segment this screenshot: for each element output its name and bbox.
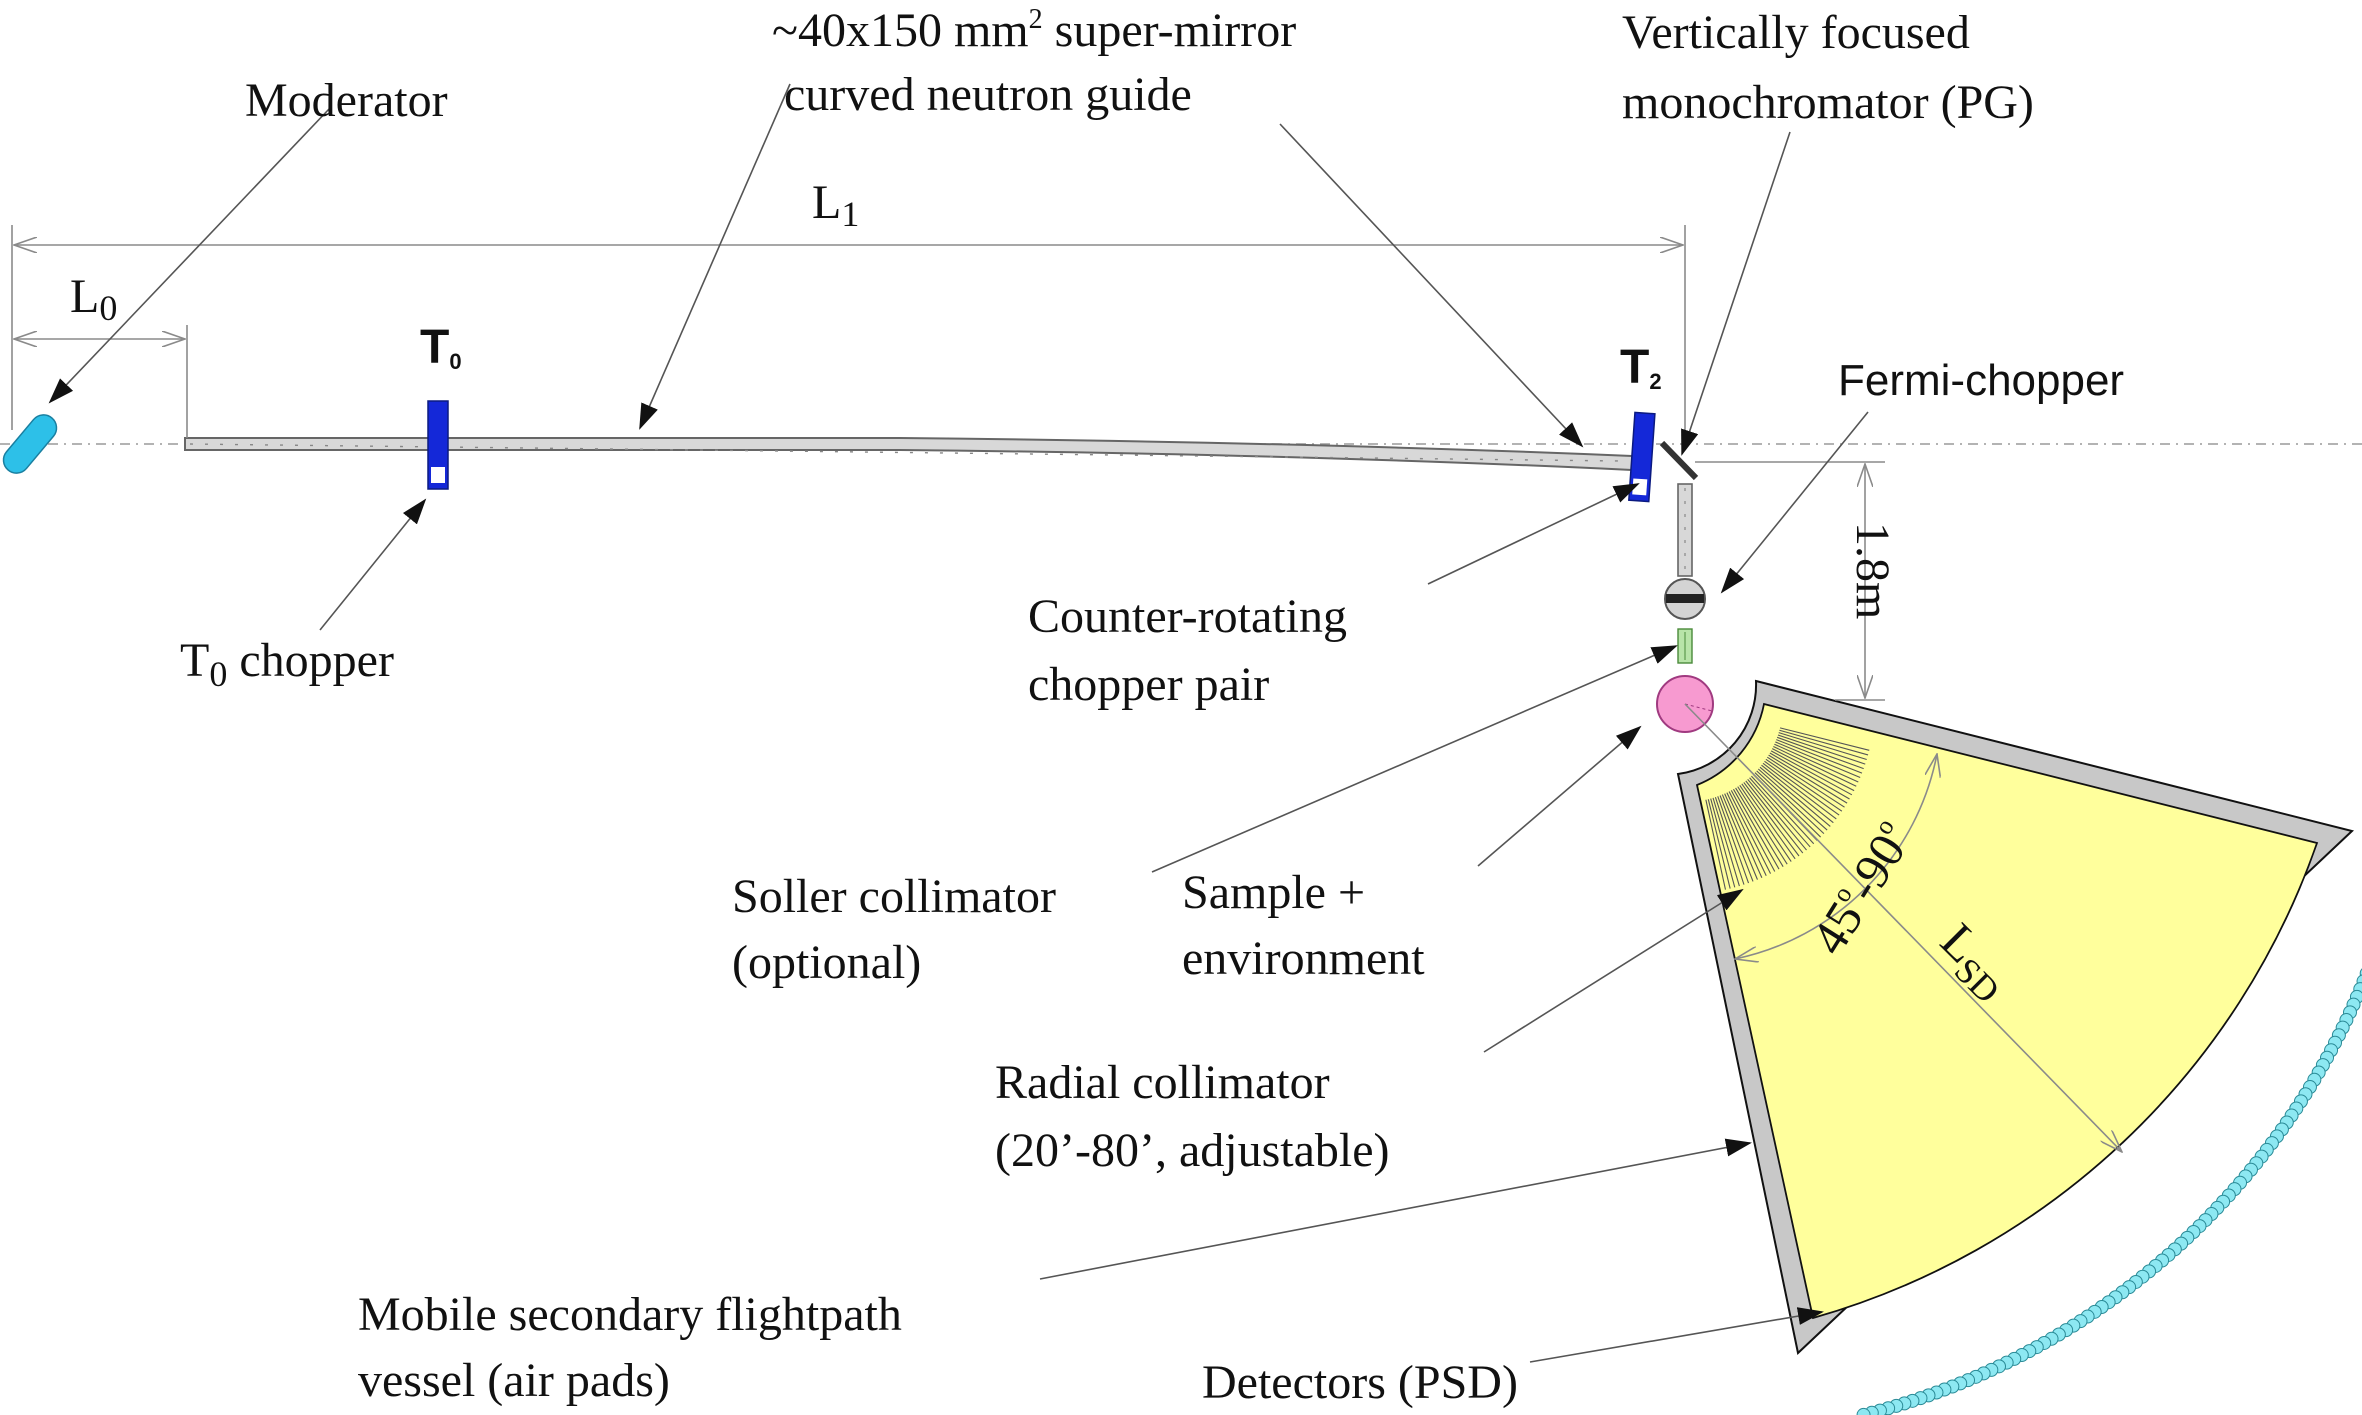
l0-label: L0 xyxy=(70,270,117,328)
distance-label: 1.8m xyxy=(1846,522,1899,619)
t2-chopper-shape xyxy=(1628,411,1656,503)
monochromator-label-line1: Vertically focused xyxy=(1622,6,1970,59)
t0-chopper-label: T0 chopper xyxy=(180,634,394,694)
lsd-dimension xyxy=(1684,703,2122,1152)
detectors-label: Detectors (PSD) xyxy=(1202,1356,1518,1409)
guide-label-line1: ~40x150 mm2 super-mirror xyxy=(772,4,1296,57)
leader-lines xyxy=(48,83,1869,1363)
soller-label-line1: Soller collimator xyxy=(732,870,1056,923)
collimator-blade xyxy=(1705,799,1727,890)
l1-label: L1 xyxy=(812,176,859,234)
counter-rotating-label-line1: Counter-rotating xyxy=(1028,590,1347,643)
moderator-shape xyxy=(2,414,58,474)
sample-label-line1: Sample + xyxy=(1182,866,1365,919)
t0-label: T0 xyxy=(420,321,462,374)
mobile-vessel-label-line1: Mobile secondary flightpath xyxy=(358,1288,902,1341)
radial-collimator-label-line2: (20’-80’, adjustable) xyxy=(995,1124,1390,1177)
collimator-blade xyxy=(1779,729,1869,756)
t0-chopper-shape xyxy=(427,400,449,490)
detector-tubes xyxy=(1856,968,2362,1415)
moderator-label: Moderator xyxy=(245,74,448,127)
monochromator-label-line2: monochromator (PG) xyxy=(1622,76,2034,129)
fermi-chopper-shape xyxy=(1664,578,1706,620)
collimator-blade xyxy=(1707,799,1731,889)
fermi-chopper-label: Fermi-chopper xyxy=(1838,356,2124,405)
mobile-vessel-label-line2: vessel (air pads) xyxy=(358,1354,670,1407)
collimator-blade xyxy=(1779,727,1870,751)
guide-label-line2: curved neutron guide xyxy=(784,68,1192,121)
collimator-blade xyxy=(1710,798,1736,888)
angle-range-arc xyxy=(1735,754,1937,959)
radial-collimator-label-line1: Radial collimator xyxy=(995,1056,1330,1109)
sample-label-line2: environment xyxy=(1182,932,1425,985)
soller-collimator-shape xyxy=(1677,628,1693,664)
counter-rotating-label-line2: chopper pair xyxy=(1028,658,1269,711)
neutron-guide xyxy=(184,437,1633,472)
t2-label: T2 xyxy=(1620,341,1662,394)
monochromator-shape xyxy=(1659,440,1699,481)
soller-label-line2: (optional) xyxy=(732,936,921,989)
